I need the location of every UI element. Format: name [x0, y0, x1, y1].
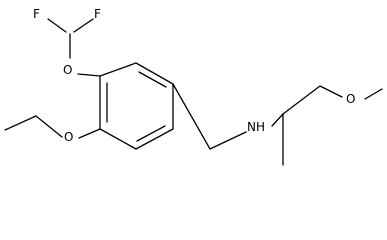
bond-ch2-ch3 — [4, 115, 37, 131]
bond-o-ch2 — [35, 115, 63, 138]
structure-diagram: F F O O NH O — [4, 7, 383, 166]
bond-ring-o-ethoxy — [78, 128, 101, 139]
ring-bond-2 — [135, 62, 174, 85]
atom-label-nh: NH — [247, 120, 265, 134]
ring-double-1 — [138, 71, 167, 88]
atom-label-o-ethoxy: O — [64, 130, 73, 144]
atom-label-o-methoxy: O — [346, 92, 355, 106]
bond-o-ch3-methoxy — [364, 88, 383, 100]
ring-double-2 — [136, 125, 166, 142]
atom-label-f1: F — [33, 7, 40, 21]
atom-label-o-difluoromethoxy: O — [63, 63, 72, 77]
bond-nh-ch — [271, 113, 284, 127]
bond-ring-ch2 — [172, 83, 211, 150]
bond-f1-c — [47, 18, 67, 33]
bond-c-f2 — [73, 18, 94, 33]
bond-ch2-nh — [209, 131, 247, 150]
bond-ch-ch2 — [282, 85, 321, 115]
ring-bond-4 — [135, 128, 174, 150]
molecule-drawing: F F O O NH O — [4, 7, 383, 166]
ring-bond-1 — [99, 62, 137, 77]
atom-label-f2: F — [94, 7, 101, 21]
bond-o-ring — [77, 73, 101, 77]
bond-ch2-o-methoxy — [319, 85, 343, 98]
ring-bond-5 — [99, 128, 137, 150]
